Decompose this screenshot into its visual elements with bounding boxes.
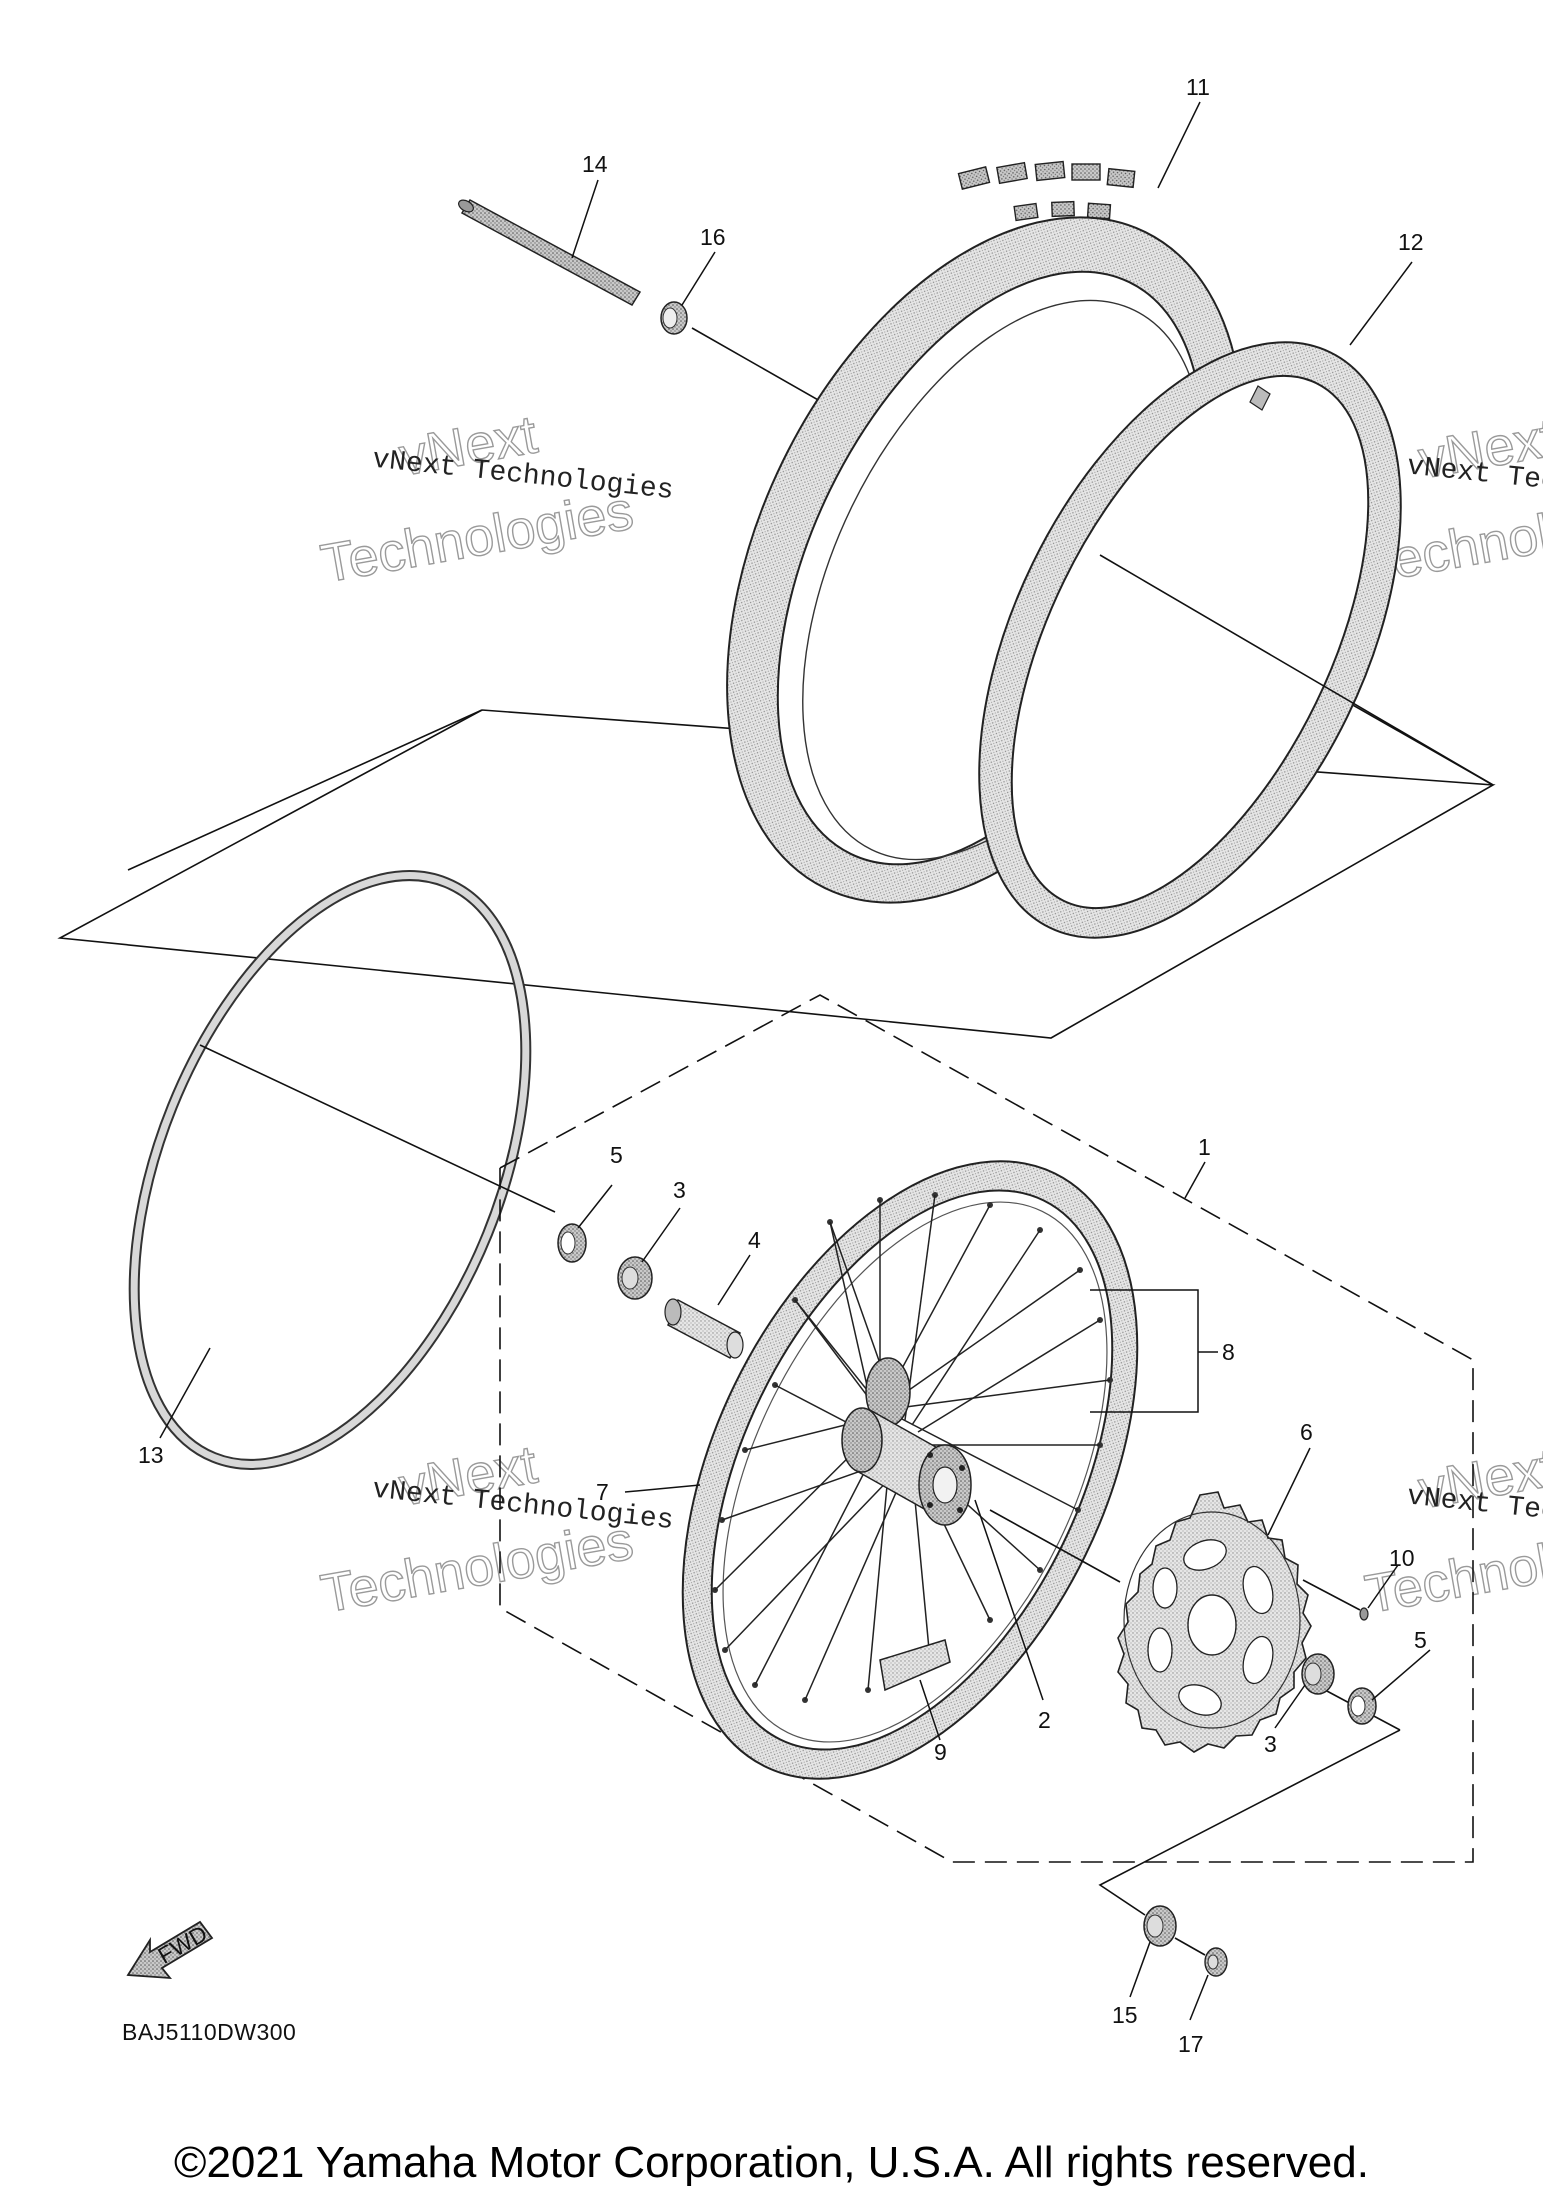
collar-axis-line-2 (1174, 1937, 1206, 1956)
callout-15: 15 (1112, 2002, 1138, 2028)
hub (841, 1357, 972, 1526)
callout-17: 17 (1178, 2031, 1204, 2057)
callout-6: 6 (1300, 1419, 1313, 1445)
forward-arrow-icon: FWD (126, 1920, 214, 1980)
diagram-code: BAJ5110DW300 (122, 2019, 296, 2045)
callout-13: 13 (138, 1442, 164, 1468)
copyright-notice: ©2021 Yamaha Motor Corporation, U.S.A. A… (174, 2138, 1369, 2187)
callout-8: 8 (1222, 1339, 1235, 1365)
tube-axis-line (1099, 554, 1494, 786)
oil-seal-5-left (557, 1223, 587, 1263)
collar-16 (660, 301, 688, 335)
callout-16: 16 (700, 224, 726, 250)
callout-9: 9 (934, 1739, 947, 1765)
callout-10: 10 (1389, 1545, 1415, 1571)
leader-lines (159, 101, 1431, 2021)
collar-axis-line (1098, 1729, 1401, 1916)
callout-3-right: 3 (1264, 1731, 1277, 1757)
oil-seal-5-right (1347, 1687, 1377, 1725)
callout-11: 11 (1186, 74, 1210, 100)
sprocket-bolt-10 (1302, 1579, 1369, 1621)
bearing-3-right (1301, 1653, 1335, 1695)
rim-lock-9 (879, 1639, 951, 1692)
callout-2: 2 (1038, 1707, 1051, 1733)
callout-4: 4 (748, 1227, 761, 1253)
collar-15 (1143, 1905, 1177, 1947)
callout-labels: 11 12 14 16 1 5 3 4 8 7 6 10 5 2 9 3 13 … (138, 74, 1427, 2057)
collar-17 (1204, 1947, 1228, 1977)
watermark-top: vNext Technologies vNext Technologies (316, 404, 675, 595)
watermark-middle: vNext Technologies vNext Technologies (316, 1434, 675, 1625)
callout-5-left: 5 (610, 1142, 623, 1168)
rim-band (128, 870, 532, 1470)
callout-5-right: 5 (1414, 1627, 1427, 1653)
valve-stem (1249, 385, 1271, 411)
callout-7: 7 (596, 1479, 609, 1505)
sprocket-axis-line (989, 1509, 1121, 1583)
front-axle (458, 199, 642, 306)
sprocket (1117, 1491, 1312, 1753)
callout-12: 12 (1398, 229, 1424, 255)
callout-1: 1 (1198, 1134, 1211, 1160)
spacer-4 (664, 1298, 744, 1360)
bearing-3-left (617, 1256, 653, 1300)
callout-14: 14 (582, 151, 608, 177)
bearing-axis-left (199, 1044, 556, 1213)
plane-edge-left (127, 709, 483, 871)
wheel-assembly-boundary (499, 994, 1474, 1863)
watermark-middle-right: vNext Technologies vNext Technologies (1360, 1437, 1543, 1626)
callout-3-left: 3 (673, 1177, 686, 1203)
tube (978, 341, 1402, 939)
